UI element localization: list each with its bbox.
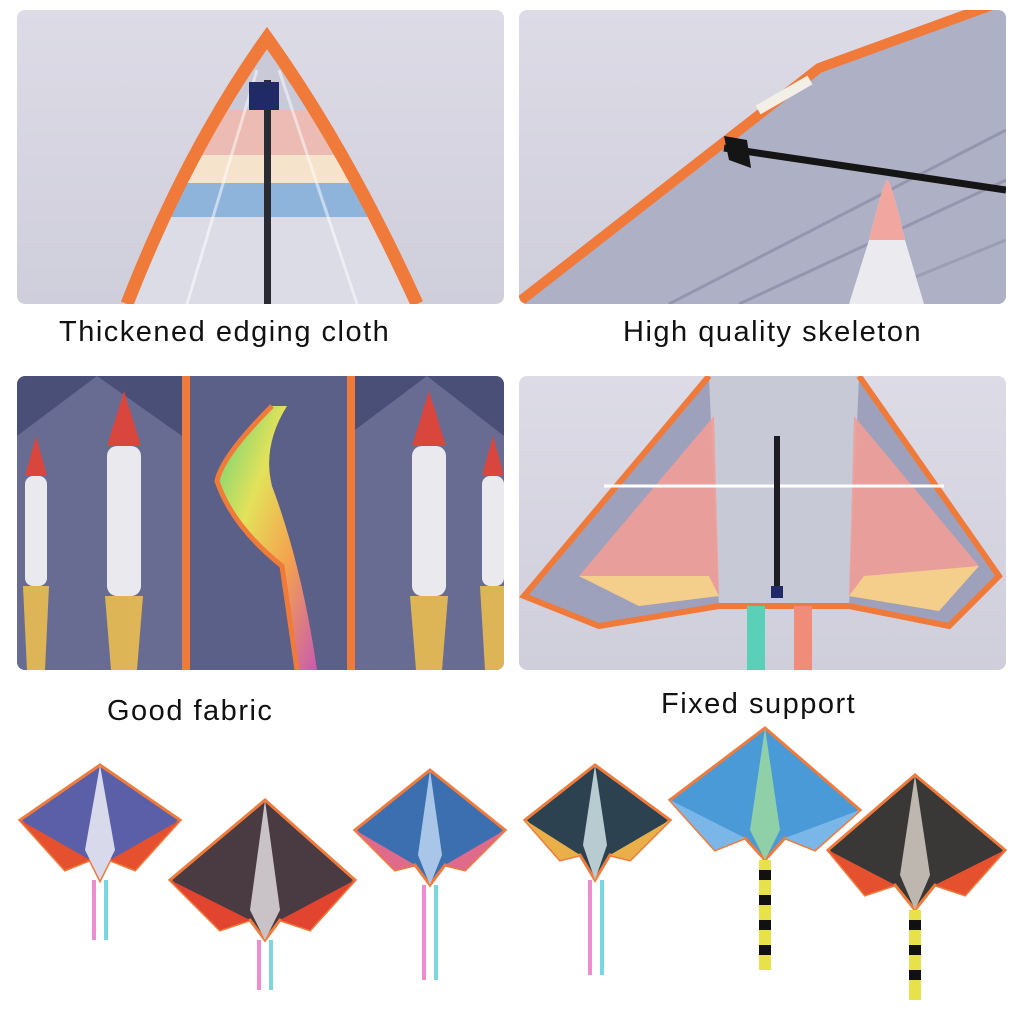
- kite-5: [667, 726, 863, 970]
- photo-good-fabric: [17, 376, 504, 670]
- photo-high-quality-skeleton: [519, 10, 1006, 304]
- kite-4: [522, 763, 673, 975]
- kite-1: [17, 763, 183, 940]
- caption-edging-cloth: Thickened edging cloth: [59, 316, 391, 348]
- kite-2: [167, 798, 358, 990]
- photo-fixed-support: [519, 376, 1006, 670]
- caption-high-quality-skeleton: High quality skeleton: [623, 316, 923, 348]
- kite-3: [352, 768, 508, 980]
- photo-edging-cloth: [17, 10, 504, 304]
- caption-good-fabric: Good fabric: [107, 695, 274, 727]
- kite-6: [825, 773, 1008, 1000]
- caption-fixed-support: Fixed support: [661, 688, 857, 720]
- kite-lineup: [17, 726, 1008, 1000]
